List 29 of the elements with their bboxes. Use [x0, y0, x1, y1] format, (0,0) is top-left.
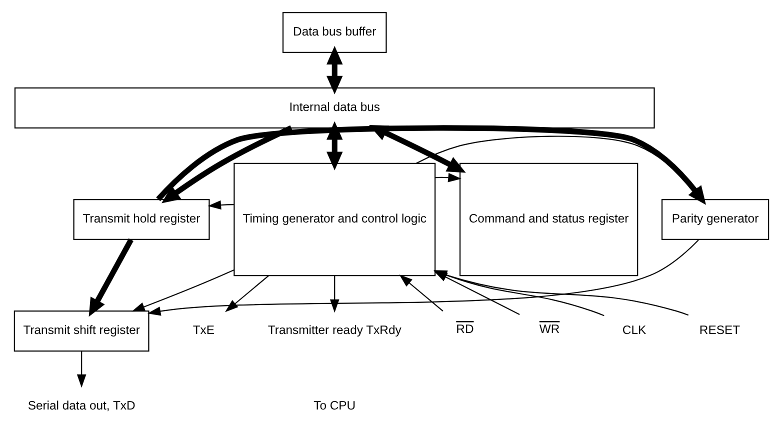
- node-box: Parity generator: [660, 198, 769, 240]
- node-box: Internal data bus: [14, 87, 654, 128]
- node-box: Transmit hold register: [72, 198, 210, 240]
- arrow: [326, 46, 342, 94]
- node-text: RD: [456, 322, 474, 336]
- arrow: [326, 121, 342, 170]
- arrow: [329, 276, 339, 313]
- arrow: [434, 172, 461, 182]
- arrow: [398, 274, 443, 312]
- arrow: [131, 269, 234, 312]
- node-box: Timing generator and control logic: [233, 162, 436, 276]
- node-box: Command and status register: [458, 162, 638, 276]
- arrow: [88, 238, 133, 317]
- arrow: [146, 240, 698, 316]
- label: To CPU: [313, 398, 356, 413]
- arrow: [368, 125, 466, 173]
- arrow: [224, 275, 269, 312]
- node-text: WR: [538, 322, 560, 336]
- arrow: [161, 125, 292, 204]
- arrow: [156, 125, 706, 205]
- node-text: Serial data out, TxD: [27, 398, 135, 413]
- node-text: CLK: [622, 323, 646, 338]
- node-box: Transmit shift register: [13, 310, 149, 352]
- node-text: TxE: [192, 323, 214, 338]
- node-text: Transmitter ready TxRdy: [267, 323, 401, 338]
- arrow: [76, 351, 86, 388]
- arrow: [207, 200, 234, 210]
- node-text: RESET: [698, 323, 740, 338]
- node-box: Data bus buffer: [282, 12, 386, 54]
